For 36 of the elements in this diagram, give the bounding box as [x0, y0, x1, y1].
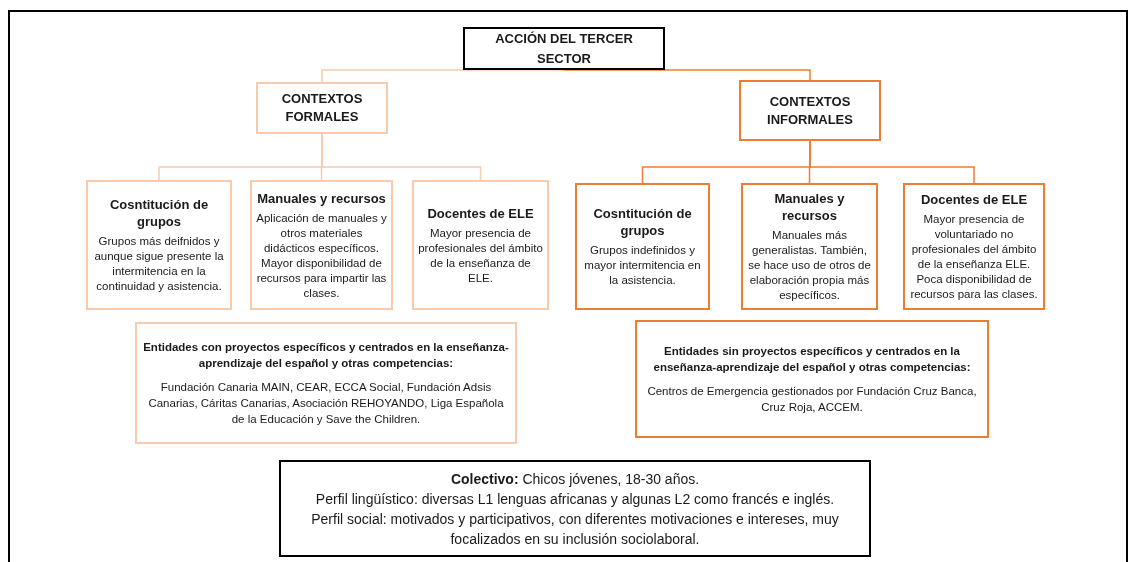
box-text: Perfil social: motivados y participativos, con diferentes motivaciones e intereses, muy focalizados en su inclusión sociolaboral. — [310, 509, 840, 549]
topic-box — [741, 183, 878, 310]
box-heading: Manuales y recursos — [773, 190, 846, 224]
box-heading: Entidades con proyectos específicos y centrados en la enseñanza-aprendizaje del español y otras competencias: — [142, 340, 510, 371]
category-box — [739, 80, 881, 141]
box-text: Manuales más generalistas. También, se hace uso de otros de elaboración propia más específicos. — [747, 228, 872, 303]
topic-box — [575, 183, 710, 310]
topic-box — [86, 180, 232, 310]
box-text: Aplicación de manuales y otros materiales didácticos específicos. Mayor disponibilidad de recursos para impartir las clases. — [256, 210, 387, 301]
box-text: Mayor presencia de voluntariado no profesionales del ámbito de la enseñanza ELE. Poca disponibilidad de recursos para las clases. — [909, 212, 1039, 302]
box-heading: Manuales y recursos — [257, 189, 386, 207]
box-text: Grupos indefinidos y mayor intermitencia en la asistencia. — [583, 243, 702, 288]
box-text: Colectivo: Chicos jóvenes, 18-30 años. — [450, 469, 700, 489]
box-text: Fundación Canaria MAIN, CEAR, ECCA Social, Fundación Adsis Canarias, Cáritas Canarias, Asociación REHOYANDO, Liga Española de la Educación y Save the Children. — [147, 380, 505, 427]
box-text: Centros de Emergencia gestionados por Fundación Cruz Banca, Cruz Roja, ACCEM. — [646, 384, 978, 415]
entities-box — [135, 322, 517, 444]
title-box — [463, 27, 665, 70]
box-text: ACCIÓN DEL TERCER SECTOR — [494, 30, 634, 68]
category-box — [256, 82, 388, 134]
topic-box — [250, 180, 393, 310]
box-heading: Entidades sin proyectos específicos y centrados en la enseñanza-aprendizaje del español y otras competencias: — [652, 344, 972, 375]
box-heading: Cosntitución de grupos — [592, 205, 693, 239]
connector-line — [809, 140, 975, 184]
box-text: CONTEXTOS INFORMALES — [766, 92, 854, 129]
entities-box — [635, 320, 989, 438]
profile-box — [279, 460, 871, 557]
box-text: Perfil lingüístico: diversas L1 lenguas africanas y algunas L2 como francés e inglés. — [315, 489, 835, 509]
box-heading: Docentes de ELE — [427, 204, 534, 222]
connector-line — [321, 133, 482, 181]
topic-box — [903, 183, 1045, 310]
topic-box — [412, 180, 549, 310]
box-text: Grupos más deifnidos y aunque sigue presente la intermitencia en la continuidad y asistencia. — [93, 234, 225, 294]
box-heading: Cosntitución de grupos — [108, 196, 210, 230]
box-heading: Docentes de ELE — [920, 191, 1028, 208]
box-text: CONTEXTOS FORMALES — [280, 90, 364, 126]
box-text: Mayor presencia de profesionales del ámbito de la enseñanza de ELE. — [418, 225, 543, 286]
